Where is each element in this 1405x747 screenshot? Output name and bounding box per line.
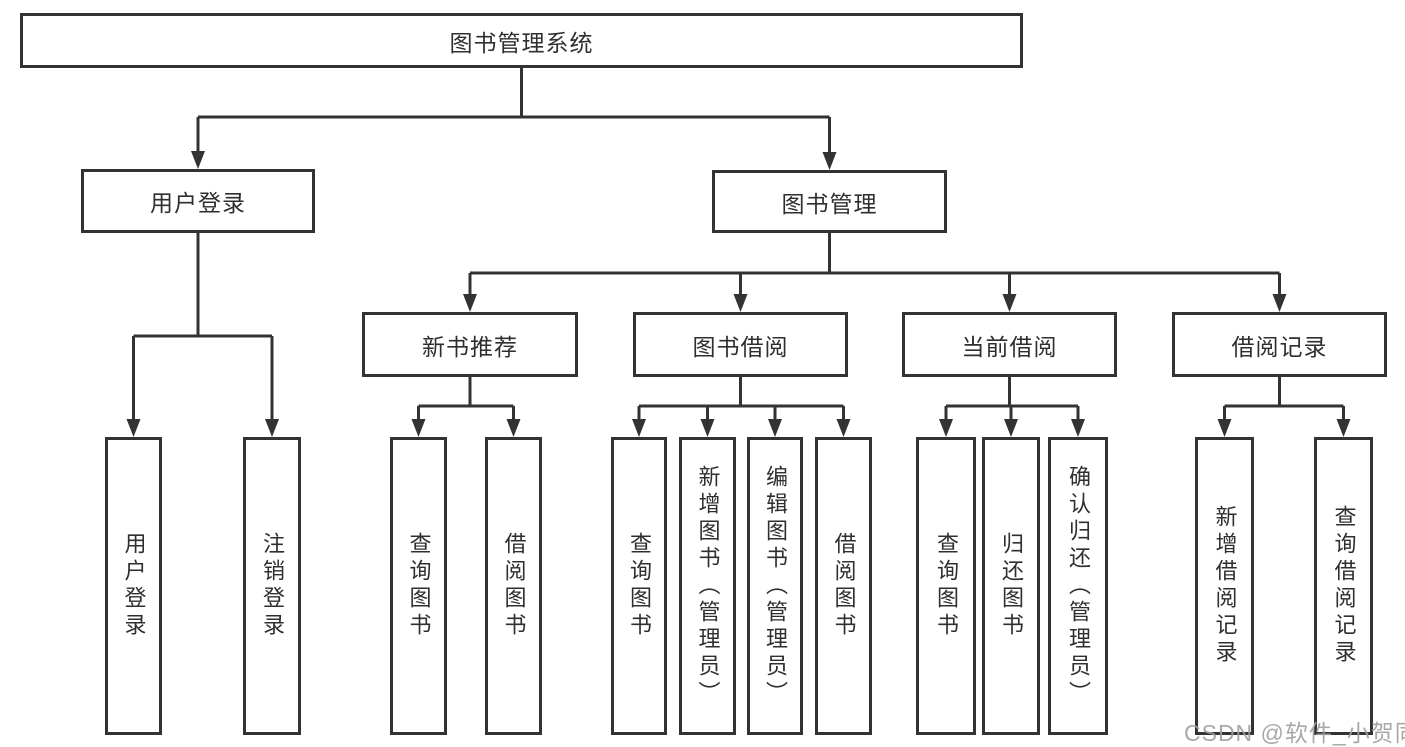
leaf-add-books-admin-label: 新增图书（管理员） <box>695 464 721 708</box>
leaf-user-login-label: 用户登录 <box>121 532 147 640</box>
leaf-user-login: 用户登录 <box>105 437 162 735</box>
leaf-logout-login: 注销登录 <box>243 437 301 735</box>
leaf-confirm-return-admin: 确认归还（管理员） <box>1048 437 1108 735</box>
leaf-logout-login-label: 注销登录 <box>260 532 285 640</box>
leaf-query-books-borrow-label: 查询图书 <box>627 532 652 640</box>
leaf-borrow-books-recommend-label: 借阅图书 <box>501 532 527 640</box>
leaf-borrow-books-label: 借阅图书 <box>831 532 857 640</box>
node-book-management: 图书管理 <box>712 170 947 233</box>
node-new-book-recommend: 新书推荐 <box>362 312 578 377</box>
leaf-borrow-books-recommend: 借阅图书 <box>485 437 542 735</box>
leaf-query-books-recommend: 查询图书 <box>390 437 447 735</box>
leaf-query-books-recommend-label: 查询图书 <box>406 532 432 640</box>
leaf-confirm-return-admin-label: 确认归还（管理员） <box>1066 464 1091 708</box>
node-book-borrow: 图书借阅 <box>633 312 848 377</box>
leaf-query-books-current-label: 查询图书 <box>934 532 959 640</box>
leaf-borrow-books: 借阅图书 <box>815 437 872 735</box>
leaf-add-books-admin: 新增图书（管理员） <box>679 437 736 735</box>
leaf-query-borrow-record-label: 查询借阅记录 <box>1331 505 1357 667</box>
leaf-query-books-borrow: 查询图书 <box>611 437 667 735</box>
node-current-borrow: 当前借阅 <box>902 312 1117 377</box>
leaf-return-books: 归还图书 <box>982 437 1040 735</box>
leaf-return-books-label: 归还图书 <box>999 532 1024 640</box>
leaf-query-borrow-record: 查询借阅记录 <box>1314 437 1373 735</box>
node-user-login: 用户登录 <box>81 169 315 233</box>
leaf-query-books-current: 查询图书 <box>916 437 976 735</box>
leaf-add-borrow-record: 新增借阅记录 <box>1195 437 1254 735</box>
leaf-edit-books-admin: 编辑图书（管理员） <box>747 437 803 735</box>
node-root: 图书管理系统 <box>20 13 1023 68</box>
node-borrow-records: 借阅记录 <box>1172 312 1387 377</box>
leaf-edit-books-admin-label: 编辑图书（管理员） <box>763 464 788 708</box>
leaf-add-borrow-record-label: 新增借阅记录 <box>1212 505 1238 667</box>
arrowheads <box>126 151 1351 437</box>
csdn-watermark: CSDN @软件_小贺同学 <box>1184 720 1405 746</box>
